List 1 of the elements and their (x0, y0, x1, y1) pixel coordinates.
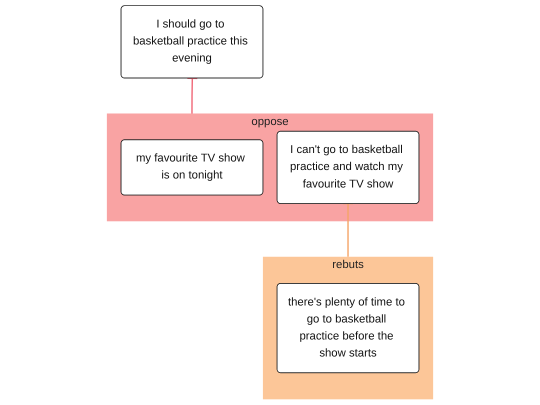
connector (186, 78, 198, 114)
